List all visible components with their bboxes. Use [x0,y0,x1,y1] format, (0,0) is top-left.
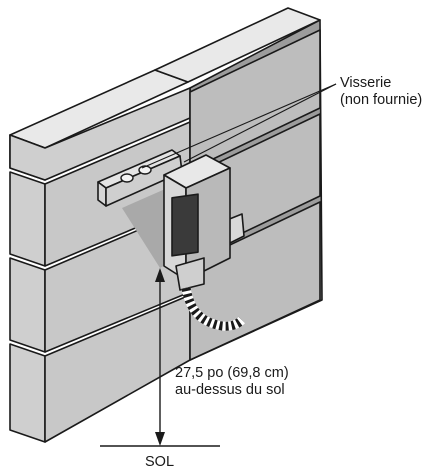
conduit-fitting [175,257,205,291]
height-dimension [155,268,165,446]
brick-front-3 [9,171,46,267]
callout-leader [141,83,337,169]
height-label-line1: 27,5 po (69,8 cm) [175,365,289,381]
hardware-callout-line1: Visserie [340,75,392,91]
brick-right-1 [189,29,321,171]
flexible-conduit [181,287,246,331]
height-label: 27,5 po (69,8 cm) au-dessus du sol [175,365,289,399]
hardware-callout: Visserie (non fournie) [340,75,422,109]
brick-front-5 [9,343,46,443]
brick-front-2 [9,87,191,181]
brick-top-right [154,7,321,83]
brick-front-4 [9,257,46,353]
brick-right-3 [189,201,321,361]
hardware-callout-line2: (non fournie) [340,92,423,108]
junction-box-window [171,193,199,257]
ground-label: SOL [145,454,175,470]
height-label-line2: au-dessus du sol [175,382,285,398]
